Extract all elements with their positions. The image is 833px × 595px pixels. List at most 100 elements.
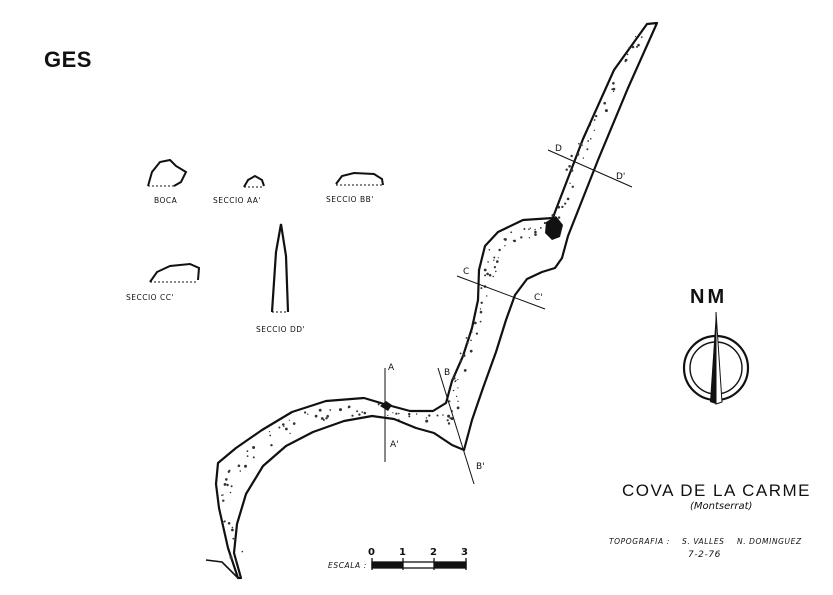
stipple-dot (325, 417, 328, 420)
stipple-dot (361, 411, 364, 413)
mark-a: A (388, 363, 395, 373)
stipple-dot (326, 414, 330, 418)
stipple-dot (586, 148, 589, 151)
section-shape-bb (335, 171, 384, 186)
stipple-dot (454, 374, 456, 376)
stipple-dot (479, 320, 482, 323)
stipple-dot (252, 456, 255, 459)
stipple-dot (470, 331, 473, 333)
stipple-dot (347, 405, 351, 409)
mark-c-prime: C' (534, 293, 543, 303)
stipple-dot (455, 395, 458, 398)
stipple-dot (269, 434, 272, 437)
stipple-dot (612, 87, 616, 91)
stipple-dot (496, 260, 499, 263)
stipple-dot (637, 43, 640, 47)
stipple-dot (221, 494, 223, 496)
stipple-dot (457, 378, 459, 381)
stipple-dot (239, 470, 242, 472)
stipple-dot (318, 408, 322, 412)
stipple-dot (387, 414, 389, 417)
stipple-dot (392, 412, 394, 414)
mark-b-prime: B' (476, 462, 485, 472)
stipple-dot (612, 82, 614, 84)
mark-c: C (463, 267, 470, 277)
stipple-dot (504, 238, 507, 241)
stipple-dot (578, 142, 580, 145)
stipple-dot (604, 109, 608, 113)
stipple-dot (459, 360, 463, 363)
scale-label: ESCALA : (328, 561, 367, 570)
section-shape-cc (149, 262, 201, 283)
survey-author-2: N. DOMINGUEZ (737, 537, 802, 546)
stipple-dot (398, 418, 400, 421)
stipple-dot (631, 45, 635, 49)
stipple-dot (488, 249, 491, 251)
stipple-dot (229, 491, 232, 494)
stipple-dot (557, 216, 561, 219)
stipple-dot (488, 273, 492, 277)
stipple-dot (570, 154, 573, 158)
stipple-dot (307, 413, 309, 415)
stipple-dot (322, 419, 325, 421)
stipple-dot (479, 308, 482, 310)
stipple-dot (447, 422, 451, 425)
stipple-dot (493, 259, 495, 261)
stipple-dot (246, 450, 249, 453)
section-label-boca: BOCA (154, 196, 178, 205)
stipple-dot (222, 494, 224, 496)
stipple-dot (626, 53, 629, 56)
section-shape-dd (270, 223, 290, 313)
stipple-dot (487, 261, 489, 263)
cave-location: (Montserrat) (690, 501, 753, 512)
stipple-dot (559, 199, 561, 201)
survey-date: 7-2-76 (688, 550, 721, 560)
stipple-dot (565, 168, 568, 171)
stipple-dot (529, 227, 531, 229)
stipple-dot (466, 341, 469, 345)
stipple-dot (480, 301, 483, 304)
section-shape-aa (243, 174, 265, 188)
stipple-dot (408, 412, 411, 416)
stipple-dot (446, 419, 449, 422)
north-label: NM (690, 286, 728, 308)
stipple-dot (543, 221, 547, 225)
scale-tick-0: 0 (368, 547, 375, 558)
stipple-dot (468, 335, 471, 338)
stipple-dot (278, 426, 281, 429)
stipple-dot (479, 310, 483, 314)
scale-bar (371, 558, 467, 570)
stipple-dot (497, 257, 499, 259)
cave-title: COVA DE LA CARME (622, 481, 812, 500)
stipple-dot (351, 414, 354, 417)
stipple-dot (229, 555, 233, 559)
section-label-aa: SECCIO AA' (213, 196, 262, 205)
stipple-dot (447, 414, 451, 418)
stipple-dot (561, 205, 564, 209)
stipple-dot (634, 35, 637, 38)
stipple-dot (486, 272, 489, 276)
scale-tick-1: 1 (399, 547, 406, 558)
stipple-dot (534, 230, 537, 234)
stipple-dot (510, 231, 513, 234)
stipple-dot (462, 354, 466, 357)
stipple-dot (611, 88, 614, 91)
stipple-dot (285, 427, 288, 431)
stipple-dot (222, 499, 225, 502)
stipple-dot (576, 153, 580, 156)
stipple-dot (486, 295, 488, 297)
stipple-dot (448, 400, 451, 403)
stipple-dot (225, 478, 228, 481)
stipple-dot (595, 114, 598, 118)
stipple-dot (504, 245, 506, 247)
stipple-dot (455, 380, 457, 382)
stipple-dot (571, 185, 574, 188)
stipple-dot (492, 275, 495, 278)
stipple-dot (589, 124, 592, 126)
cave-passage-outline (214, 21, 659, 580)
stipple-dot (523, 228, 526, 230)
survey-credit-label: TOPOGRAFIA : (609, 537, 670, 546)
stipple-dot (329, 409, 332, 411)
stipple-dot (452, 389, 455, 392)
